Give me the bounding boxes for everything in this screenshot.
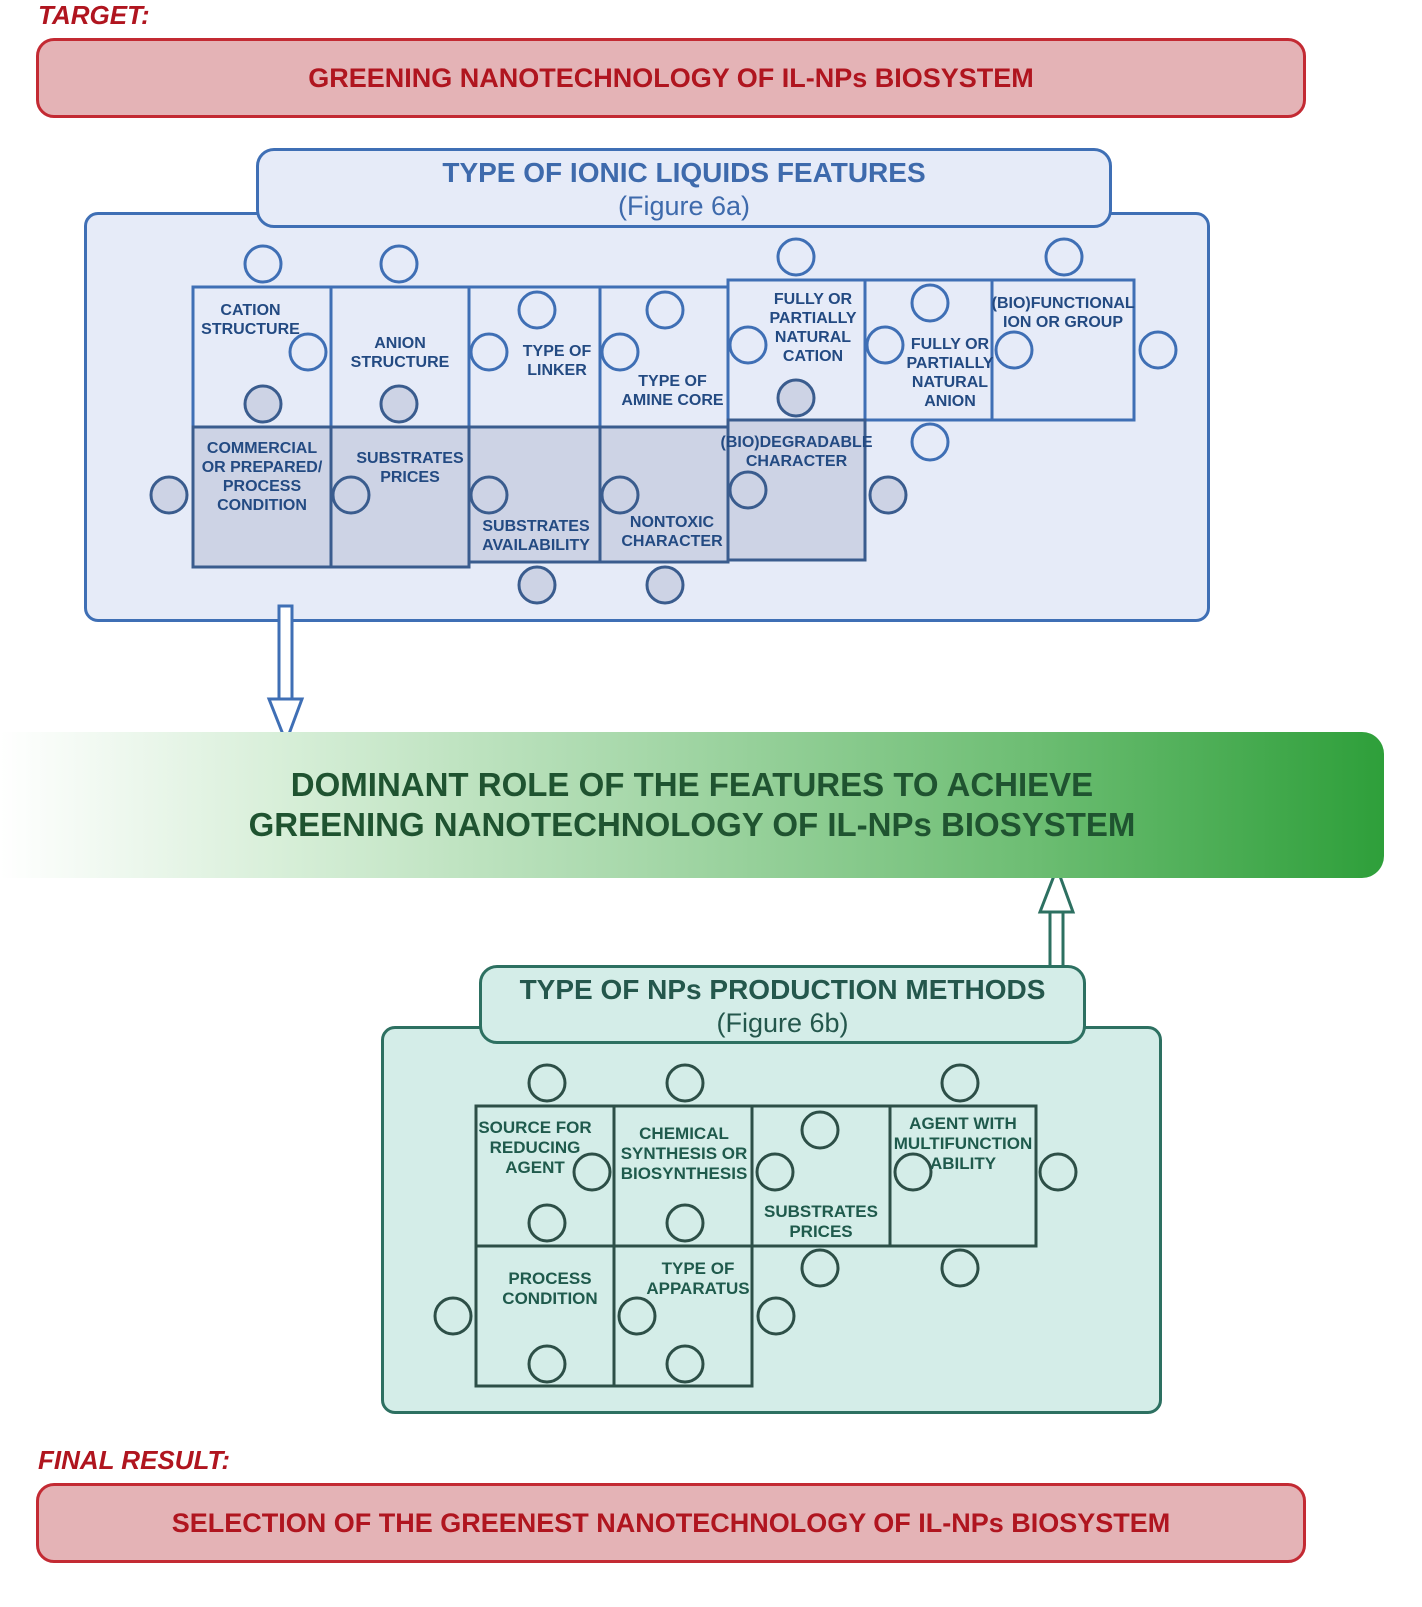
- piece-label-availability: SUBSTRATES AVAILABILITY: [482, 518, 590, 554]
- puzzle-tab: [868, 475, 908, 515]
- puzzle-tab: [755, 1152, 795, 1192]
- piece-label-anion: ANION STRUCTURE: [350, 335, 450, 371]
- puzzle-tab: [1038, 1152, 1078, 1192]
- puzzle-tab: [994, 330, 1034, 370]
- puzzle-tab: [517, 290, 557, 330]
- final-result-label: FINAL RESULT:: [38, 1445, 231, 1475]
- piece-label-source: SOURCE FOR REDUCING AGENT: [478, 1118, 592, 1177]
- piece-label-linker: TYPE OF LINKER: [522, 343, 592, 379]
- arrow-head-down: [266, 697, 305, 747]
- puzzle-tab: [910, 283, 950, 323]
- puzzle-tab: [665, 1344, 705, 1384]
- puzzle-tab: [243, 384, 283, 424]
- puzzle-tab: [800, 1110, 840, 1150]
- puzzle-tab: [149, 475, 189, 515]
- puzzle-tab: [469, 475, 509, 515]
- puzzle-piece-substrates-prices: [329, 425, 471, 569]
- ionic-liquids-title: TYPE OF IONIC LIQUIDS FEATURES: [442, 157, 926, 188]
- piece-label-multifunction: AGENT WITH MULTIFUNCTION ABILITY: [893, 1114, 1033, 1173]
- puzzle-tab: [288, 332, 328, 372]
- arrow-head-up: [1037, 863, 1076, 914]
- puzzle-tab: [600, 332, 640, 372]
- puzzle-tab: [665, 1203, 705, 1243]
- puzzle-tab: [517, 565, 557, 605]
- target-text: GREENING NANOTECHNOLOGY OF IL-NPs BIOSYS…: [308, 62, 1034, 93]
- puzzle-tab: [469, 332, 509, 372]
- puzzle-tab: [645, 290, 685, 330]
- puzzle-tab: [572, 1152, 612, 1192]
- final-result-text: SELECTION OF THE GREENEST NANOTECHNOLOGY…: [171, 1507, 1171, 1538]
- puzzle-tab: [527, 1344, 567, 1384]
- nps-methods-subtitle: (Figure 6b): [716, 1008, 849, 1038]
- nps-methods-header: TYPE OF NPs PRODUCTION METHODS (Figure 6…: [479, 965, 1086, 1044]
- puzzle-tab: [756, 1296, 796, 1336]
- piece-label-amine: TYPE OF AMINE CORE: [621, 373, 724, 409]
- puzzle-tab: [1044, 237, 1084, 277]
- banner-line-2: GREENING NANOTECHNOLOGY OF IL-NPs BIOSYS…: [248, 806, 1136, 843]
- puzzle-tab: [940, 1063, 980, 1103]
- puzzle-piece-commercial: [191, 425, 333, 569]
- piece-label-commercial: COMMERCIAL OR PREPARED/ PROCESS CONDITIO…: [201, 440, 323, 514]
- puzzle-tab: [940, 1248, 980, 1288]
- puzzle-tab: [243, 244, 283, 284]
- puzzle-tab: [645, 565, 685, 605]
- nps-methods-title: TYPE OF NPs PRODUCTION METHODS: [519, 974, 1046, 1005]
- puzzle-tab: [379, 244, 419, 284]
- puzzle-tab: [865, 325, 905, 365]
- puzzle-tab: [728, 325, 768, 365]
- final-result-box: SELECTION OF THE GREENEST NANOTECHNOLOGY…: [36, 1483, 1306, 1563]
- piece-label-substrates-prices-np: SUBSTRATES PRICES: [764, 1202, 878, 1241]
- ionic-liquids-header: TYPE OF IONIC LIQUIDS FEATURES (Figure 6…: [256, 148, 1112, 228]
- puzzle-tab: [379, 384, 419, 424]
- piece-label-chemical: CHEMICAL SYNTHESIS OR BIOSYNTHESIS: [620, 1124, 748, 1183]
- puzzle-tab: [800, 1248, 840, 1288]
- puzzle-tab: [776, 378, 816, 418]
- piece-label-process: PROCESS CONDITION: [502, 1269, 598, 1308]
- piece-label-natural-anion: FULLY OR PARTIALLY NATURAL ANION: [906, 336, 994, 410]
- dominant-role-banner: DOMINANT ROLE OF THE FEATURES TO ACHIEVE…: [0, 732, 1384, 878]
- piece-label-apparatus: TYPE OF APPARATUS: [646, 1259, 750, 1298]
- piece-label-substrates-prices: SUBSTRATES PRICES: [356, 450, 464, 486]
- puzzle-tab: [617, 1296, 657, 1336]
- puzzle-tab: [776, 237, 816, 277]
- puzzle-tab: [527, 1063, 567, 1103]
- puzzle-tab: [910, 422, 950, 462]
- puzzle-tab: [893, 1152, 933, 1192]
- target-box: GREENING NANOTECHNOLOGY OF IL-NPs BIOSYS…: [36, 38, 1306, 118]
- banner-line-1: DOMINANT ROLE OF THE FEATURES TO ACHIEVE: [290, 766, 1094, 803]
- puzzle-tab: [527, 1203, 567, 1243]
- puzzle-tab: [1138, 330, 1178, 370]
- puzzle-tab: [728, 470, 768, 510]
- piece-label-nontoxic: NONTOXIC CHARACTER: [621, 514, 723, 550]
- piece-label-biodegradable: (BIO)DEGRADABLE CHARACTER: [720, 434, 873, 470]
- ionic-liquids-subtitle: (Figure 6a): [617, 191, 751, 221]
- target-label: TARGET:: [38, 0, 150, 30]
- piece-label-cation: CATION STRUCTURE: [201, 302, 300, 338]
- puzzle-tab: [600, 475, 640, 515]
- puzzle-tab: [665, 1063, 705, 1103]
- piece-label-biofunctional: (BIO)FUNCTIONAL ION OR GROUP: [991, 295, 1135, 331]
- piece-label-natural-cation: FULLY OR PARTIALLY NATURAL CATION: [769, 291, 857, 365]
- puzzle-tab: [433, 1296, 473, 1336]
- puzzle-tab: [331, 475, 371, 515]
